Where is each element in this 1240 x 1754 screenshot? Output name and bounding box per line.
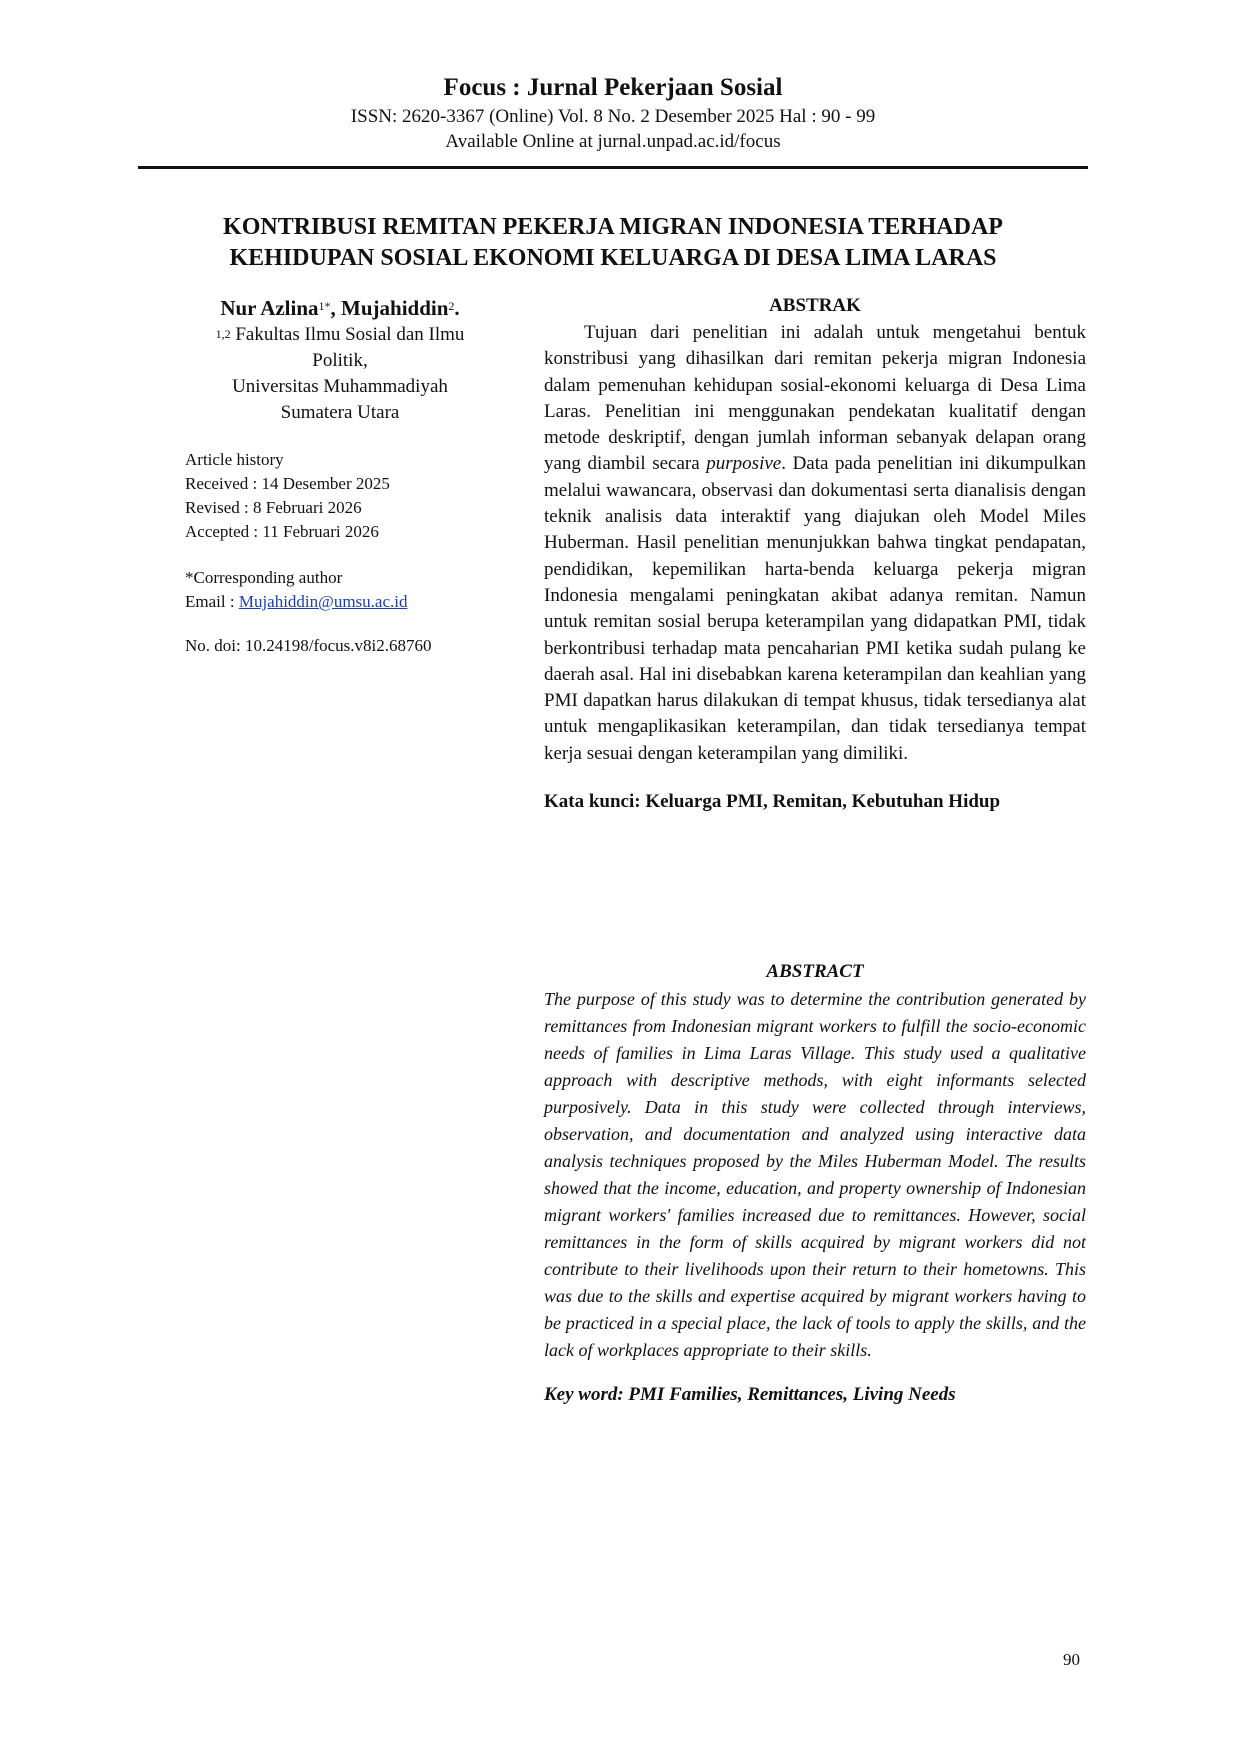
affiliation-line-3: Universitas Muhammadiyah (232, 376, 448, 397)
abstrak-text: Tujuan dari penelitian ini adalah untuk … (544, 320, 1086, 767)
abstrak-section: ABSTRAK Tujuan dari penelitian ini adala… (544, 294, 1086, 815)
author-2-name: Mujahiddin (341, 296, 449, 320)
email-link[interactable]: Mujahiddin@umsu.ac.id (238, 592, 408, 611)
received-date: Received : 14 Desember 2025 (185, 474, 390, 493)
revised-date: Revised : 8 Februari 2026 (185, 498, 362, 517)
article-history: Article history Received : 14 Desember 2… (185, 448, 495, 544)
author-1-name: Nur Azlina (220, 296, 319, 320)
abstract-text: The purpose of this study was to determi… (544, 989, 1086, 1360)
article-info-column: Nur Azlina1*, Mujahiddin2. 1,2 Fakultas … (185, 294, 495, 658)
affiliation-faculty: Fakultas Ilmu Sosial dan Ilmu (230, 324, 465, 345)
abstrak-text-part-1: Tujuan dari penelitian ini adalah untuk … (544, 322, 1086, 475)
title-line-2: KEHIDUPAN SOSIAL EKONOMI KELUARGA DI DES… (229, 245, 997, 271)
author-1-mark: 1* (318, 299, 331, 313)
abstrak-heading: ABSTRAK (769, 295, 861, 316)
journal-header: Focus : Jurnal Pekerjaan Sosial ISSN: 26… (138, 72, 1088, 154)
header-divider (138, 166, 1088, 169)
history-label: Article history (185, 450, 284, 469)
affiliation-mark: 1,2 (215, 327, 231, 341)
abstrak-text-part-2: . Data pada penelitian ini dikumpulkan m… (544, 453, 1086, 764)
kata-kunci: Kata kunci: Keluarga PMI, Remitan, Kebut… (544, 791, 1001, 813)
author-2-mark: 2 (448, 299, 455, 313)
author-separator: , (330, 296, 342, 320)
affiliation-line-4: Sumatera Utara (280, 402, 400, 423)
abstract-section: ABSTRACT The purpose of this study was t… (544, 960, 1086, 1408)
email-label: Email : (185, 592, 239, 611)
keywords-english: Key word: PMI Families, Remittances, Liv… (544, 1384, 956, 1405)
accepted-date: Accepted : 11 Februari 2026 (185, 522, 379, 541)
doi: No. doi: 10.24198/focus.v8i2.68760 (185, 636, 432, 655)
author-list: Nur Azlina1*, Mujahiddin2. (185, 294, 495, 322)
page-number: 90 (1063, 1650, 1080, 1669)
abstract-heading: ABSTRACT (766, 961, 864, 982)
article-title: KONTRIBUSI REMITAN PEKERJA MIGRAN INDONE… (138, 212, 1088, 274)
author-list-end: . (454, 296, 460, 320)
affiliation-line-1: 1,2 Fakultas Ilmu Sosial dan Ilmu (185, 322, 495, 348)
issn-line: ISSN: 2620-3367 (Online) Vol. 8 No. 2 De… (350, 106, 876, 127)
email-line: Email : Mujahiddin@umsu.ac.id (185, 590, 495, 614)
correspondence: *Corresponding author Email : Mujahiddin… (185, 566, 495, 614)
affiliation-line-2: Politik, (312, 350, 368, 371)
availability-line: Available Online at jurnal.unpad.ac.id/f… (445, 131, 781, 152)
abstrak-italic-term: purposive (706, 453, 782, 475)
journal-name: Focus : Jurnal Pekerjaan Sosial (443, 74, 783, 101)
affiliation: 1,2 Fakultas Ilmu Sosial dan Ilmu Politi… (185, 322, 495, 426)
corresponding-author-label: *Corresponding author (185, 568, 343, 587)
title-line-1: KONTRIBUSI REMITAN PEKERJA MIGRAN INDONE… (223, 214, 1003, 240)
